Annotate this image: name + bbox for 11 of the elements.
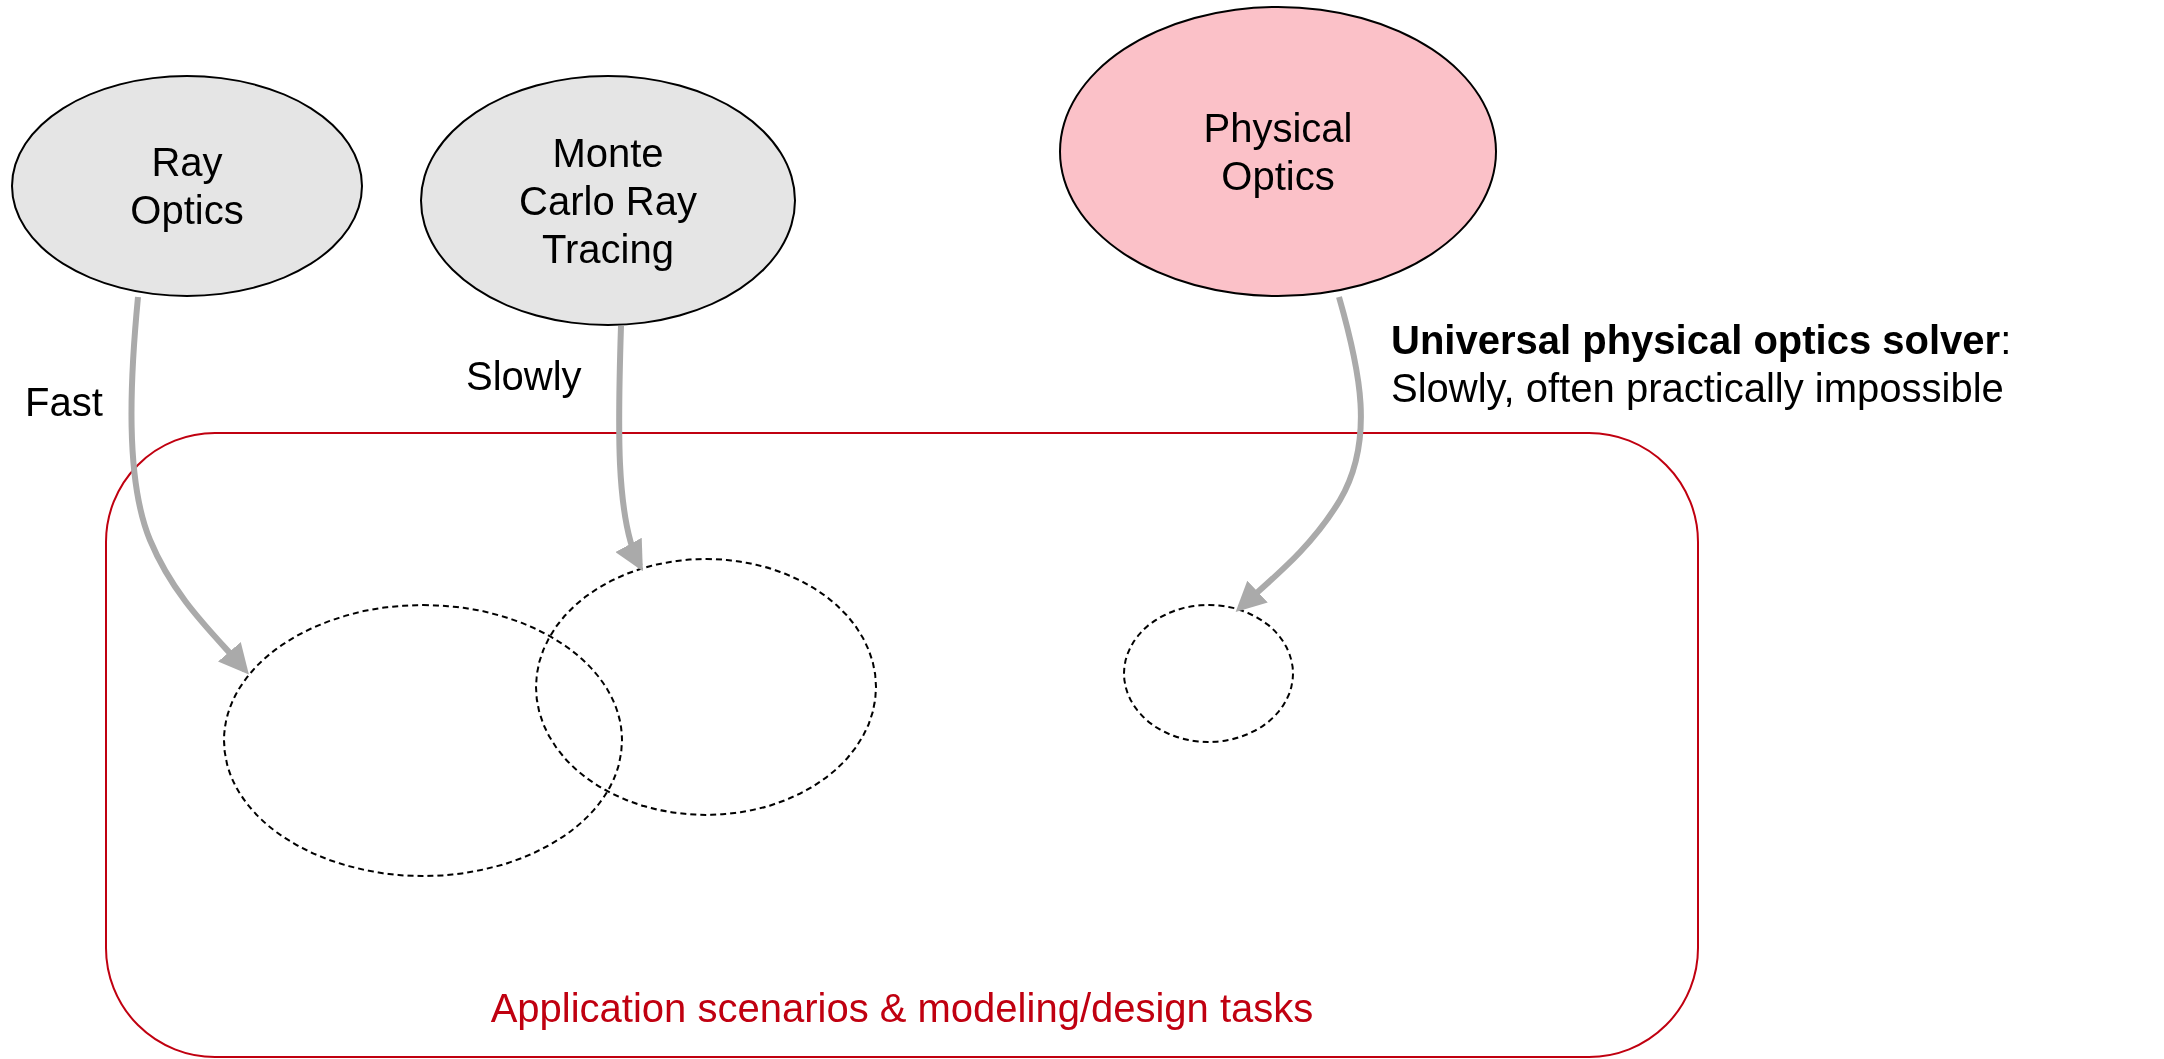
dashed-ellipse-outline bbox=[535, 558, 877, 816]
node-label: Physical Optics bbox=[1202, 104, 1354, 200]
node-label: Ray Optics bbox=[129, 139, 245, 234]
scenario-panel bbox=[105, 432, 1699, 1058]
curved-arrow bbox=[616, 325, 644, 572]
curved-arrow bbox=[128, 296, 249, 675]
node-label: Monte Carlo Ray Tracing bbox=[518, 129, 698, 273]
dashed-ellipse-outline bbox=[223, 604, 623, 877]
node-label: Application scenarios & modeling/design tasks bbox=[489, 985, 1315, 1032]
dashed-ellipse-outline bbox=[1123, 604, 1294, 743]
curved-arrow bbox=[1235, 296, 1364, 613]
